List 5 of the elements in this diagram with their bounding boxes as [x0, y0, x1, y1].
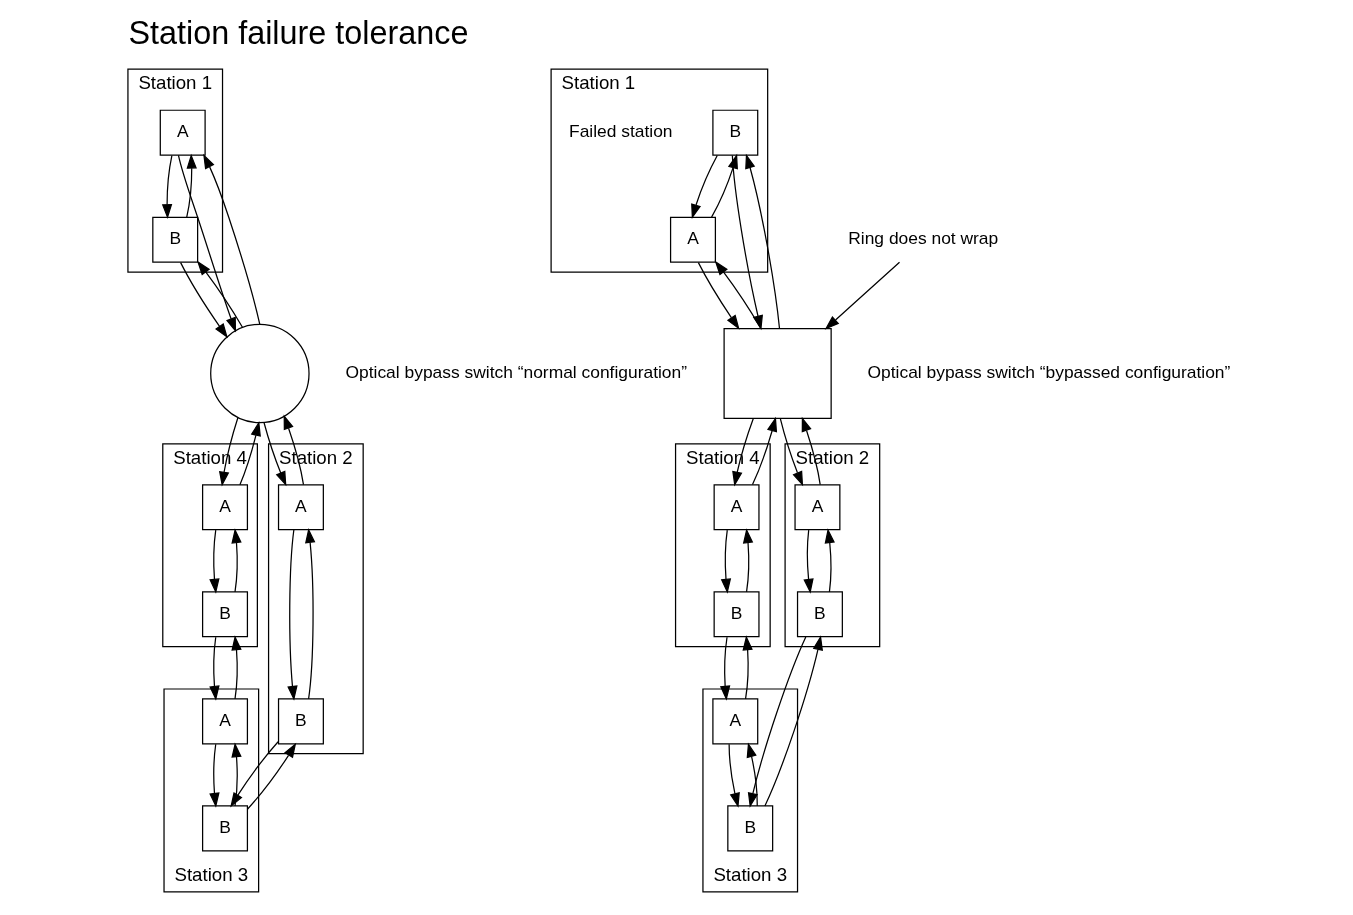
node-label: Failed station — [569, 121, 673, 142]
node-label: Optical bypass switch “normal configuration” — [345, 362, 688, 383]
node-label: Optical bypass switch “bypassed configuration” — [867, 362, 1231, 383]
node-text: Ring does not wrap — [848, 228, 999, 249]
diagram-title: Station failure tolerance — [128, 15, 469, 52]
